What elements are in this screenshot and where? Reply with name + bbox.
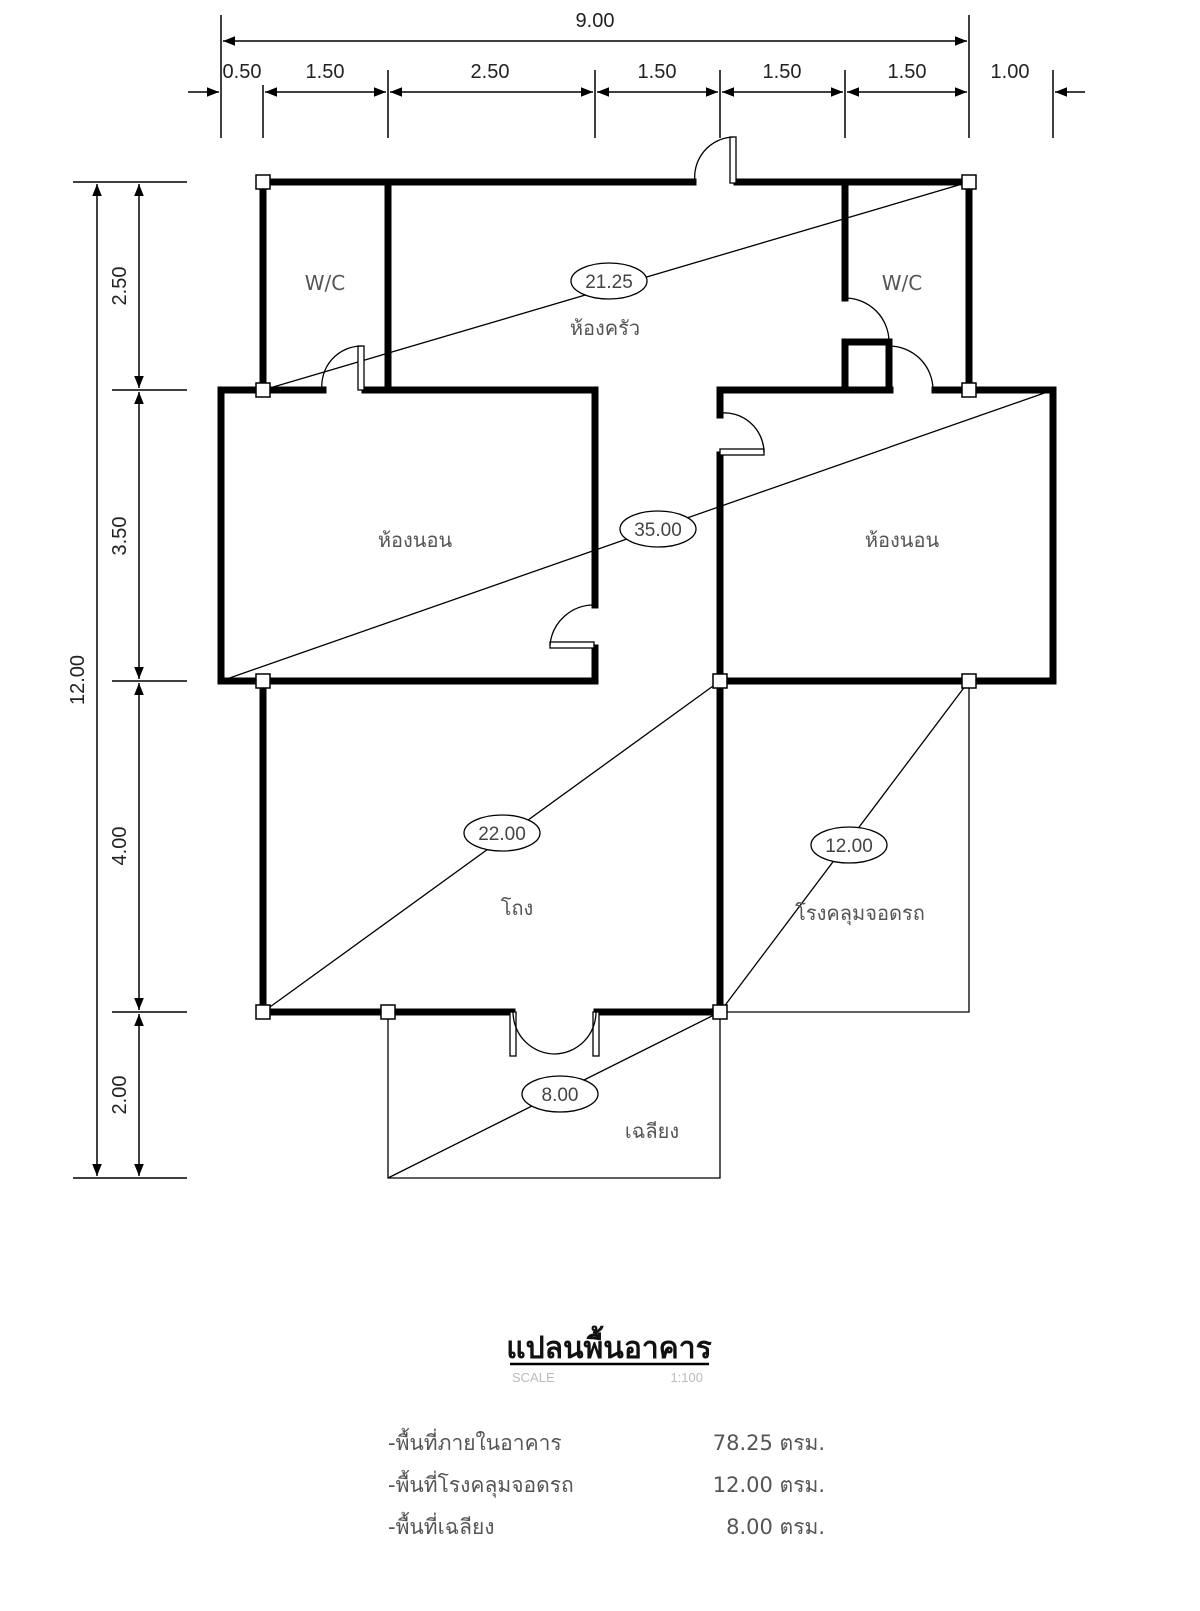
dim-segment: 1.00 [991, 61, 1030, 83]
dim-segment: 1.50 [306, 61, 345, 83]
dim-segment: 0.50 [223, 61, 262, 83]
dim-segment: 1.50 [888, 61, 927, 83]
dim-segment: 1.50 [763, 61, 802, 83]
walls [217, 178, 1057, 1016]
label-kitchen: ห้องครัว [570, 316, 640, 340]
room-labels: W/C W/C ห้องครัว ห้องนอน ห้องนอน โถง โรง… [305, 271, 940, 1143]
dim-segment: 2.00 [109, 1076, 131, 1115]
dim-overall-depth: 12.00 [67, 655, 89, 705]
label-carport: โรงคลุมจอดรถ [795, 901, 925, 926]
dim-segment: 4.00 [109, 827, 131, 866]
label-wc-right: W/C [882, 271, 922, 295]
dim-segment: 2.50 [109, 267, 131, 306]
plan-title: แปลนพื้นอาคาร [506, 1325, 711, 1366]
dim-segment: 3.50 [109, 517, 131, 556]
scale-value: 1:100 [670, 1370, 703, 1385]
summary-label: -พื้นที่เฉลียง [388, 1512, 495, 1539]
dim-segment: 2.50 [471, 61, 510, 83]
doors [321, 136, 934, 1057]
summary-value: 78.25 ตรม. [713, 1431, 825, 1455]
summary-value: 8.00 ตรม. [726, 1515, 825, 1539]
area-tags: 21.25 35.00 22.00 12.00 8.00 [463, 262, 888, 1113]
columns [255, 174, 977, 1020]
area-bedrooms: 35.00 [634, 520, 682, 541]
area-hall: 22.00 [478, 824, 526, 845]
summary-label: -พื้นที่ภายในอาคาร [388, 1428, 562, 1455]
label-bedroom-left: ห้องนอน [378, 528, 453, 552]
top-dimensions: 9.00 0.50 1.50 2.50 1.50 1.50 1.50 1.00 [188, 10, 1085, 138]
area-carport: 12.00 [825, 836, 873, 857]
label-porch: เฉลียง [625, 1119, 679, 1143]
title-block: แปลนพื้นอาคาร SCALE 1:100 -พื้นที่ภายในอ… [388, 1325, 825, 1539]
dim-segment: 1.50 [638, 61, 677, 83]
summary-value: 12.00 ตรม. [713, 1473, 825, 1497]
area-porch: 8.00 [542, 1085, 579, 1106]
label-hall: โถง [501, 896, 534, 920]
area-kitchen: 21.25 [585, 272, 633, 293]
label-bedroom-right: ห้องนอน [865, 528, 940, 552]
scale-label: SCALE [512, 1370, 555, 1385]
summary-label: -พื้นที่โรงคลุมจอดรถ [388, 1470, 574, 1498]
label-wc-left: W/C [305, 271, 345, 295]
dim-overall-width: 9.00 [576, 10, 615, 32]
left-dimensions: 12.00 2.50 3.50 4.00 2.00 [67, 181, 187, 1179]
